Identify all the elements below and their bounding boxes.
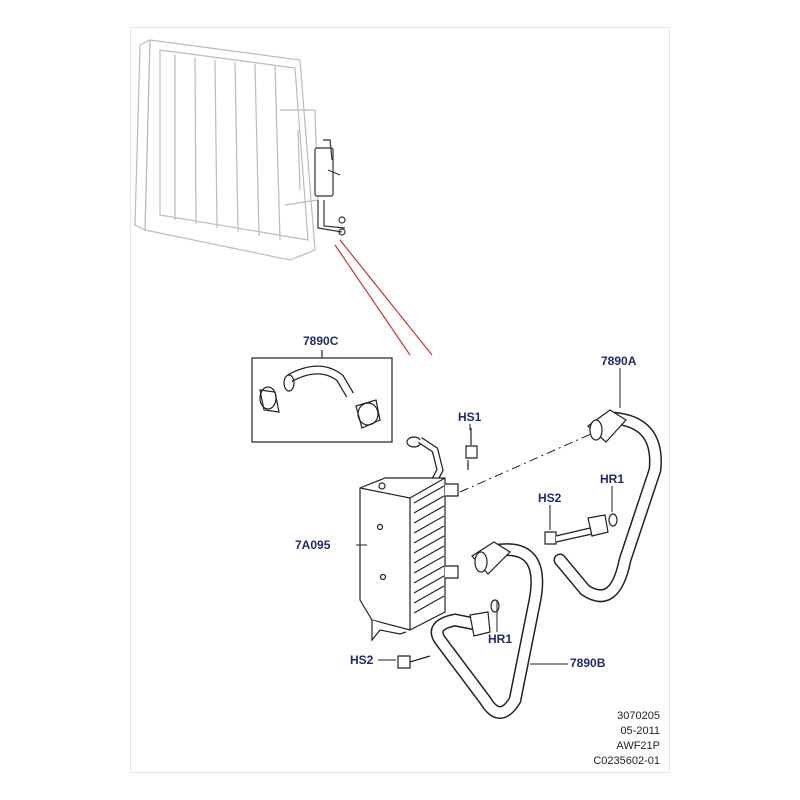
footer-line-2: 05-2011 (620, 725, 660, 737)
callout-hs2-right: HS2 (538, 491, 562, 505)
callout-7a095: 7A095 (295, 538, 331, 552)
callout-7890c: 7890C (303, 334, 339, 348)
hose-7890a (553, 409, 662, 603)
footer-line-1: 3070205 (617, 710, 660, 722)
callout-hr1-right: HR1 (600, 472, 625, 486)
callout-hr1-left: HR1 (488, 632, 513, 646)
footer-line-3: AWF21P (616, 740, 660, 752)
oil-cooler-7a095 (359, 477, 459, 642)
bolt-hs2-left (397, 655, 431, 669)
footer-line-4: C0235602-01 (593, 755, 660, 767)
callout-7890a: 7890A (601, 354, 637, 368)
bolt-hs2-right (544, 513, 618, 545)
callout-7890b: 7890B (570, 656, 606, 670)
hose-kit-7890c (251, 350, 393, 443)
location-leader-lines (334, 239, 433, 356)
mini-cooler-location (314, 139, 346, 236)
callout-leaders (356, 368, 621, 665)
callout-hs2-left: HS2 (350, 653, 374, 667)
bolt-hs1 (465, 428, 478, 470)
hose-7890b (430, 541, 544, 719)
callout-hs1: HS1 (458, 410, 482, 424)
alignment-centerline (459, 429, 601, 493)
radiator-assembly (134, 39, 319, 261)
drawing-frame (130, 27, 670, 773)
